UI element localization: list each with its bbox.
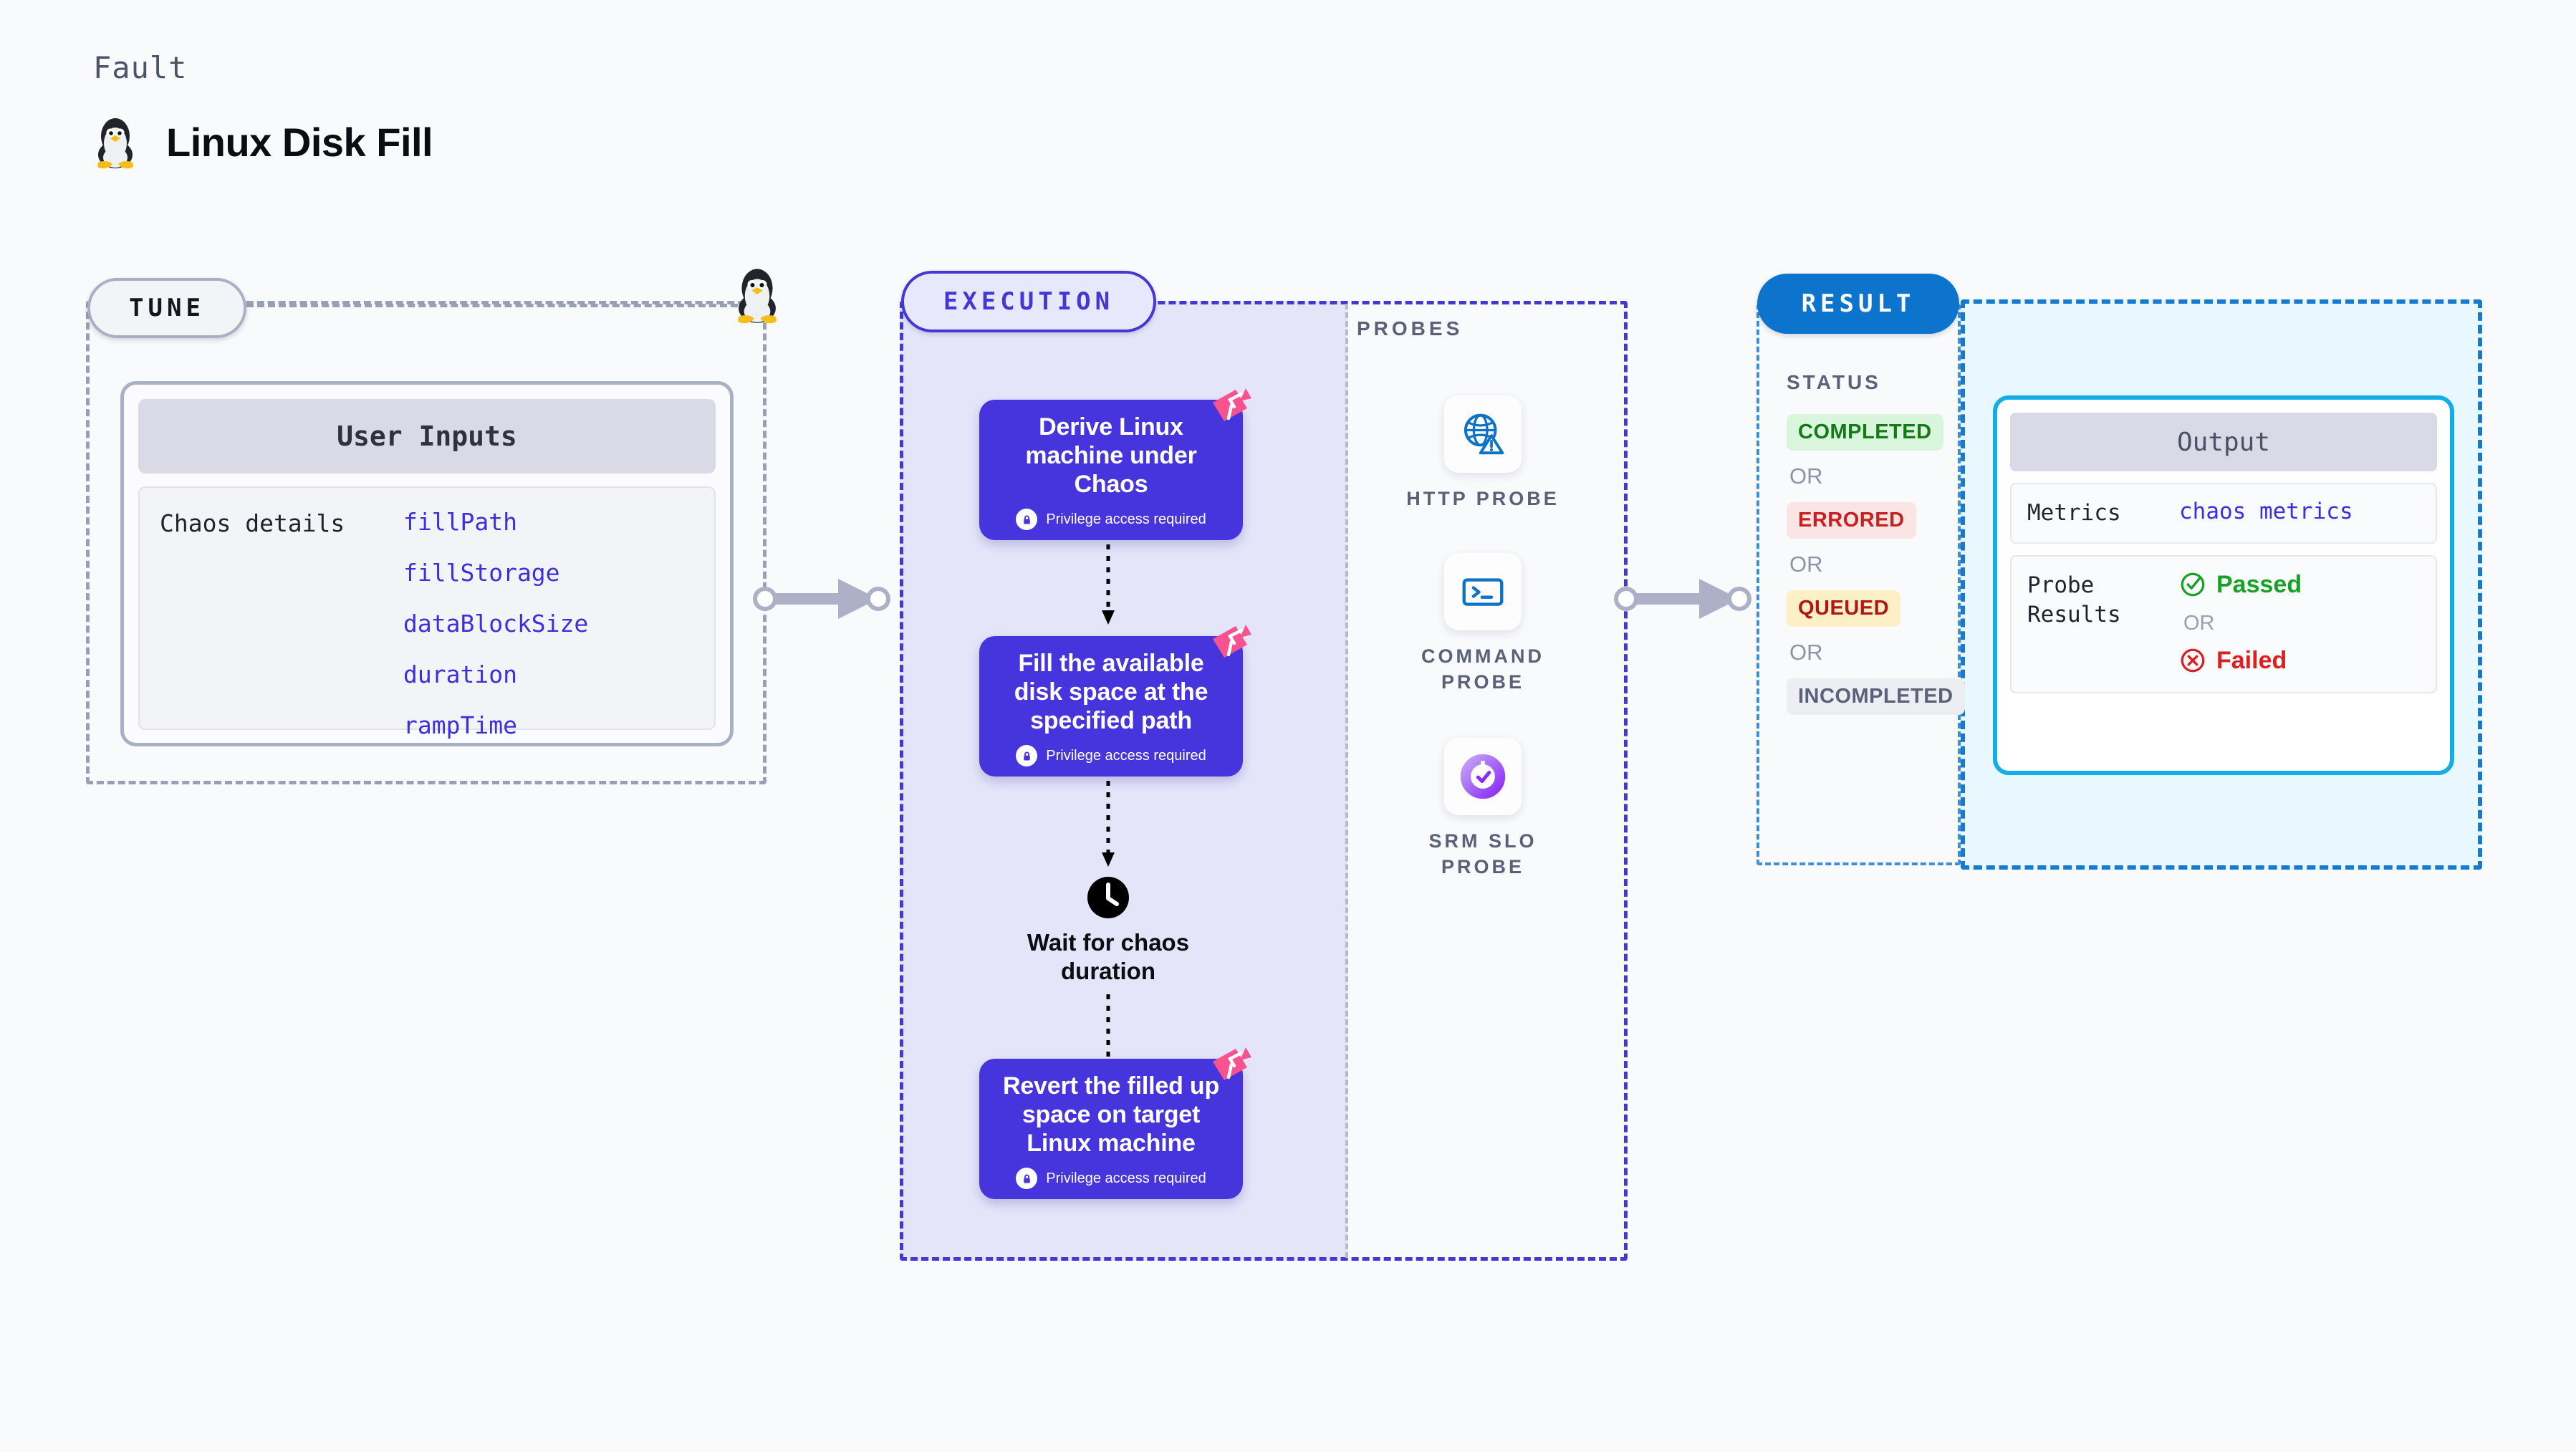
status-section-label: STATUS (1787, 371, 1881, 393)
metrics-key: Metrics (2027, 500, 2121, 526)
passed-label: Passed (2216, 570, 2302, 598)
failed-label: Failed (2216, 646, 2287, 674)
probe-label: SRM SLO PROBE (1428, 830, 1537, 878)
probe-command[interactable]: COMMAND PROBE (1390, 553, 1576, 696)
privilege-text: Privilege access required (1046, 511, 1206, 527)
status-or-1: OR (1789, 463, 1823, 489)
probe-results-key: Probe Results (2027, 572, 2121, 628)
slo-donut-check-icon (1460, 754, 1506, 799)
privilege-text: Privilege access required (1046, 1170, 1206, 1186)
probe-tile (1444, 738, 1522, 815)
clock-icon (1087, 877, 1129, 918)
tune-lead-line (246, 304, 759, 307)
user-inputs-card: User Inputs Chaos details fillPath fillS… (120, 381, 734, 746)
probes-divider (1345, 304, 1348, 1258)
globe-warning-icon (1464, 413, 1504, 455)
user-inputs-header: User Inputs (138, 399, 716, 473)
status-badge-queued: QUEUED (1787, 590, 1901, 627)
status-badge-completed: COMPLETED (1787, 414, 1943, 451)
execution-pill[interactable]: EXECUTION (901, 271, 1156, 332)
chaos-flag-icon (1213, 1047, 1251, 1080)
lock-icon (1016, 1168, 1038, 1190)
input-datablocksize: dataBlockSize (403, 610, 589, 638)
chaos-flag-icon (1213, 625, 1251, 658)
connector-tune-to-execution (753, 579, 890, 619)
probe-result-failed: Failed (2179, 647, 2302, 675)
wait-label: Wait for chaos duration (1027, 929, 1190, 984)
execution-arrow-2 (1102, 781, 1115, 867)
probe-result-or: OR (2183, 611, 2215, 635)
tune-pill[interactable]: TUNE (87, 278, 246, 338)
chaos-details-label: Chaos details (160, 509, 345, 537)
probe-srm-slo[interactable]: SRM SLO PROBE (1390, 738, 1576, 880)
probe-label: HTTP PROBE (1406, 488, 1559, 509)
execution-probes-boundary (900, 301, 1628, 1261)
status-list: COMPLETED OR ERRORED OR QUEUED OR INCOMP… (1787, 414, 1965, 715)
probe-label: COMMAND PROBE (1421, 645, 1544, 693)
fault-title-row: Linux Disk Fill (93, 115, 433, 169)
node-title: Derive Linux machine under Chaos (1025, 413, 1197, 499)
output-probe-results-row: Probe Results Passed OR (2010, 554, 2437, 693)
privilege-text: Privilege access required (1046, 747, 1206, 764)
output-header: Output (2010, 413, 2437, 471)
page-title: Linux Disk Fill (166, 119, 433, 165)
probe-http[interactable]: HTTP PROBE (1390, 395, 1576, 511)
execution-arrow-1 (1102, 544, 1115, 625)
x-circle-icon (2181, 649, 2205, 673)
node-title: Revert the filled up space on target Lin… (1002, 1072, 1220, 1158)
user-inputs-body: Chaos details fillPath fillStorage dataB… (138, 486, 716, 739)
status-badge-incompleted: INCOMPLETED (1787, 678, 1965, 715)
probe-tile (1444, 553, 1522, 630)
execution-node-derive-machine[interactable]: Derive Linux machine under Chaos Privile… (979, 388, 1251, 540)
check-circle-icon (2181, 573, 2205, 597)
privilege-row: Privilege access required (1016, 745, 1206, 767)
metrics-value: chaos metrics (2179, 499, 2353, 524)
lock-icon (1016, 509, 1038, 531)
probe-result-passed: Passed (2179, 571, 2302, 599)
connector-execution-to-result (1614, 579, 1751, 619)
input-fillstorage: fillStorage (403, 559, 560, 587)
fault-kicker: Fault (93, 50, 188, 85)
wait-for-chaos-duration: Wait for chaos duration (1019, 875, 1198, 985)
result-pill[interactable]: RESULT (1757, 274, 1959, 334)
terminal-icon (1462, 578, 1504, 606)
node-title: Fill the available disk space at the spe… (1014, 649, 1208, 735)
execution-node-revert-space[interactable]: Revert the filled up space on target Lin… (979, 1047, 1251, 1199)
linux-tux-penguin-icon (93, 115, 138, 169)
linux-tux-penguin-icon (731, 265, 783, 327)
privilege-row: Privilege access required (1016, 509, 1206, 531)
probes-section-label: PROBES (1357, 317, 1464, 340)
chaos-flag-icon (1213, 388, 1251, 421)
lock-icon (1016, 745, 1038, 767)
privilege-row: Privilege access required (1016, 1168, 1206, 1190)
status-or-3: OR (1789, 640, 1823, 665)
input-fillpath: fillPath (403, 508, 517, 536)
status-or-2: OR (1789, 552, 1823, 577)
input-duration: duration (403, 660, 517, 688)
chaos-details-values: fillPath fillStorage dataBlockSize durat… (403, 508, 589, 739)
input-ramptime: rampTime (403, 711, 517, 739)
status-badge-errored: ERRORED (1787, 502, 1916, 539)
execution-node-fill-disk[interactable]: Fill the available disk space at the spe… (979, 625, 1251, 777)
probe-tile (1444, 395, 1522, 473)
output-metrics-row: Metrics chaos metrics (2010, 483, 2437, 544)
output-card: Output Metrics chaos metrics Probe Resul… (1993, 395, 2454, 775)
tune-boundary (86, 301, 766, 784)
